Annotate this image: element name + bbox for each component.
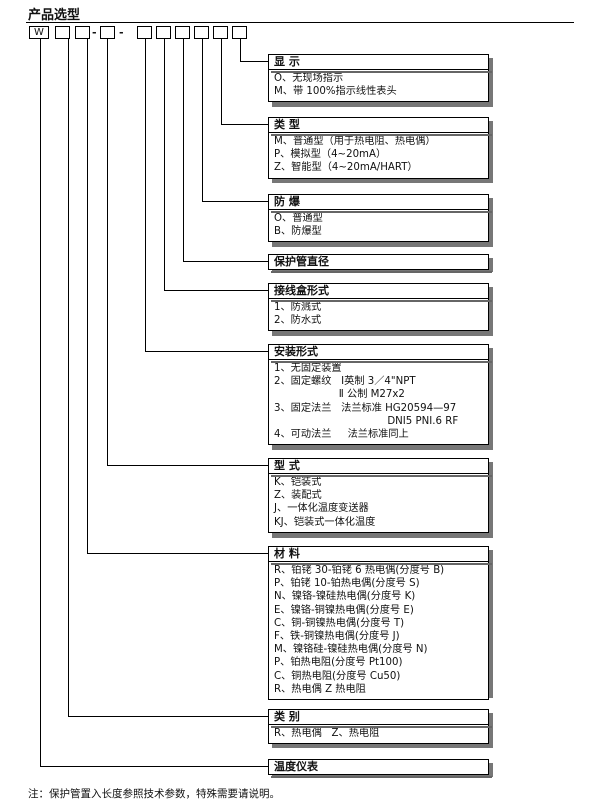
option-line: M、带 100%指示线性表头 <box>274 86 397 98</box>
connector-type-h <box>221 124 268 125</box>
section-body: R、热电偶 Z、热电阻 <box>269 725 488 743</box>
section-heading: 接线盒形式 <box>269 284 492 302</box>
option-line: C、铜-铜镍热电偶(分度号 T) <box>274 617 405 629</box>
option-line: 1、无固定装置 <box>274 363 342 374</box>
connector-junction-h <box>164 290 268 291</box>
section-heading: 安装形式 <box>269 345 492 363</box>
code-cell <box>55 26 70 39</box>
section-body: O、普通型 B、防爆型 <box>269 210 488 241</box>
connector-category-h <box>68 716 268 717</box>
option-line: N、镍铬-镍硅热电偶(分度号 K) <box>274 591 416 603</box>
code-cell <box>194 26 209 39</box>
option-line: M、镍铬硅-镍硅热电偶(分度号 N) <box>274 644 428 656</box>
code-cell <box>75 26 90 39</box>
code-cell <box>213 26 228 39</box>
option-line: R、铂铑 30-铂铑 6 热电偶(分度号 B) <box>274 565 445 576</box>
connector-explosion <box>202 39 203 201</box>
title-rule <box>26 22 574 23</box>
connector-instrument-h <box>40 766 268 767</box>
page-title: 产品选型 <box>28 8 81 23</box>
code-cell <box>175 26 190 39</box>
code-cell <box>100 26 115 39</box>
section-body: 1、防溅式 2、防水式 <box>269 299 488 330</box>
connector-type <box>221 39 222 124</box>
code-cell <box>156 26 171 39</box>
code-dash: - <box>92 26 97 39</box>
option-line: KJ、铠装式一体化温度 <box>274 516 376 528</box>
section-heading: 类 型 <box>269 118 492 136</box>
connector-form <box>107 39 108 465</box>
connector-instrument <box>40 39 41 766</box>
option-line: P、铂热电阻(分度号 Pt100) <box>274 657 403 669</box>
option-line: R、热电偶 Z、热电阻 <box>274 728 380 739</box>
option-line: B、防爆型 <box>274 226 322 238</box>
option-line: E、镍铬-铜镍热电偶(分度号 E) <box>274 604 414 616</box>
section-heading: 显 示 <box>269 55 492 73</box>
section-material: 材 料 R、铂铑 30-铂铑 6 热电偶(分度号 B) P、铂铑 10-铂热电偶(… <box>268 546 492 701</box>
option-line: O、普通型 <box>274 213 323 224</box>
section-tube-diameter: 保护管直径 <box>268 254 492 273</box>
section-heading: 保护管直径 <box>269 255 492 273</box>
option-line: R、热电偶 Z 热电阻 <box>274 683 366 695</box>
connector-display-h <box>240 61 268 62</box>
code-cell <box>137 26 152 39</box>
option-line: 1、防溅式 <box>274 302 322 313</box>
option-line: P、铂铑 10-铂热电偶(分度号 S) <box>274 578 420 590</box>
section-explosion-proof: 防 爆 O、普通型 B、防爆型 <box>268 194 492 243</box>
footnote: 注：保护管置入长度参照技术参数，特殊需要请说明。 <box>28 788 280 800</box>
section-heading: 温度仪表 <box>269 760 492 778</box>
option-line: 4、可动法兰 法兰标准同上 <box>274 429 409 441</box>
code-cell <box>232 26 247 39</box>
connector-display <box>240 39 241 61</box>
option-line: J、一体化温度变送器 <box>274 503 369 515</box>
section-category: 类 别 R、热电偶 Z、热电阻 <box>268 709 492 745</box>
option-line: 2、固定螺纹 Ⅰ英制 3／4"NPT <box>274 376 416 388</box>
section-body: R、铂铑 30-铂铑 6 热电偶(分度号 B) P、铂铑 10-铂热电偶(分度号 … <box>269 562 488 699</box>
connector-material <box>87 39 88 553</box>
connector-tube <box>183 39 184 261</box>
section-body: O、无现场指示 M、带 100%指示线性表头 <box>269 70 488 101</box>
connector-material-h <box>87 553 268 554</box>
section-display: 显 示 O、无现场指示 M、带 100%指示线性表头 <box>268 54 492 103</box>
section-type: 类 型 M、普通型（用于热电阻、热电偶） P、模拟型（4~20mA）Z、智能型（4… <box>268 117 492 179</box>
connector-junction <box>164 39 165 290</box>
section-heading: 型 式 <box>269 459 492 477</box>
option-line: 2、防水式 <box>274 315 322 327</box>
connector-tube-h <box>183 261 268 262</box>
section-junction-box: 接线盒形式 1、防溅式 2、防水式 <box>268 283 492 332</box>
option-line: Ⅱ 公制 M27x2 <box>274 389 405 401</box>
option-line: F、铁-铜镍热电偶(分度号 J) <box>274 631 400 643</box>
section-heading: 防 爆 <box>269 195 492 213</box>
option-line: Z、智能型（4~20mA/HART） <box>274 162 418 174</box>
section-heading: 材 料 <box>269 547 492 565</box>
option-line: O、无现场指示 <box>274 73 344 84</box>
option-line: P、模拟型（4~20mA） <box>274 149 387 161</box>
option-line: C、铜热电阻(分度号 Cu50) <box>274 670 401 682</box>
code-dash: - <box>119 26 124 39</box>
section-heading: 类 别 <box>269 710 492 728</box>
option-line: M、普通型（用于热电阻、热电偶） <box>274 136 436 147</box>
option-line: K、铠装式 <box>274 477 322 488</box>
connector-category <box>68 39 69 716</box>
connector-install <box>145 39 146 351</box>
model-code-prefix: W <box>29 26 49 39</box>
section-body: M、普通型（用于热电阻、热电偶） P、模拟型（4~20mA）Z、智能型（4~20m… <box>269 133 488 178</box>
option-line: DNI5 PNI.6 RF <box>274 415 459 427</box>
option-line: 3、固定法兰 法兰标准 HG20594—97 <box>274 402 457 414</box>
option-line: Z、装配式 <box>274 490 322 502</box>
connector-explosion-h <box>202 201 268 202</box>
section-temperature-instrument: 温度仪表 <box>268 759 492 778</box>
connector-install-h <box>145 351 268 352</box>
section-installation: 安装形式 1、无固定装置 2、固定螺纹 Ⅰ英制 3／4"NPT Ⅱ 公制 M27x… <box>268 344 492 446</box>
connector-form-h <box>107 465 268 466</box>
